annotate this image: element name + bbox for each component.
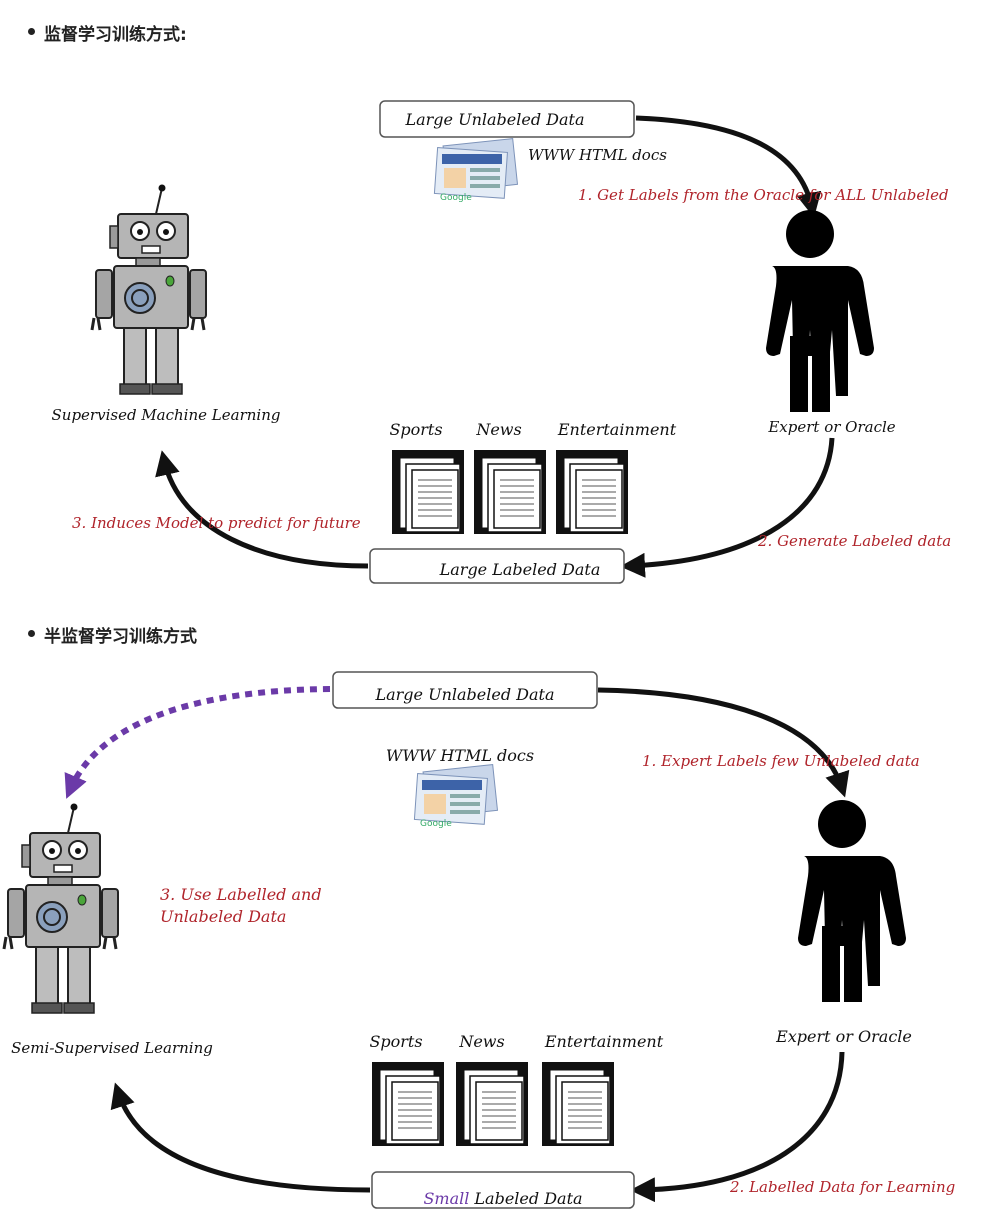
labeled-box-2: [371, 1171, 635, 1209]
robot-label-1: Supervised Machine Learning: [52, 406, 281, 424]
labeled-box-1: [369, 548, 625, 584]
category-entertainment-1: Entertainment: [557, 420, 677, 439]
step3-label-2-line2: Unlabeled Data: [160, 907, 286, 926]
labeled-box-2-highlight: Small: [423, 1189, 469, 1208]
arrow-step2-2: [630, 1051, 845, 1203]
category-news-2: News: [458, 1032, 504, 1051]
step3-label-2-line1: 3. Use Labelled and: [160, 885, 322, 904]
step1-label-1: 1. Get Labels from the Oracle for ALL Un…: [578, 186, 949, 204]
step2-label-1: 2. Generate Labeled data: [757, 532, 951, 550]
web-docs-icon-2: [413, 764, 498, 830]
arrow-step3-1: [155, 450, 369, 569]
oracle-person-icon-2: [798, 800, 906, 1002]
category-news-1: News: [475, 420, 521, 439]
step3-label-1: 3. Induces Model to predict for future: [72, 514, 361, 532]
robot-label-2: Semi-Supervised Learning: [11, 1039, 213, 1057]
labeled-box-1-label: Large Labeled Data: [439, 560, 601, 579]
doc-icon-news-1: [473, 449, 547, 535]
step1-label-2: 1. Expert Labels few Unlabeled data: [642, 752, 920, 770]
robot-icon-1: [90, 183, 208, 396]
labeled-box-2-rest: Labeled Data: [469, 1189, 582, 1208]
semi-supervised-diagram: Large Unlabeled Data WWW HTML docs 1. Ex…: [2, 671, 955, 1209]
arrow-step2-1: [620, 437, 835, 578]
category-entertainment-2: Entertainment: [544, 1032, 664, 1051]
category-sports-2: Sports: [369, 1032, 422, 1051]
unlabeled-box-1-label: Large Unlabeled Data: [404, 110, 584, 129]
oracle-person-icon-1: [766, 210, 874, 412]
bullet-supervised-text: 监督学习训练方式:: [44, 25, 187, 45]
docs-label-2: WWW HTML docs: [386, 746, 534, 765]
step2-label-2: 2. Labelled Data for Learning: [729, 1178, 955, 1196]
bullet-semi-supervised: 半监督学习训练方式: [28, 622, 197, 647]
supervised-diagram: Large Unlabeled Data WWW HTML docs 1. Ge…: [52, 100, 951, 584]
unlabeled-box-2-label: Large Unlabeled Data: [374, 685, 554, 704]
labeled-box-2-label: Small Labeled Data: [423, 1189, 582, 1208]
arrow-step3-2: [110, 1082, 371, 1193]
docs-label-1: WWW HTML docs: [528, 146, 667, 164]
category-sports-1: Sports: [389, 420, 442, 439]
unlabeled-box-2: [332, 671, 598, 709]
doc-icon-entertainment-1: [555, 449, 629, 535]
arrow-step1-2: [597, 687, 850, 798]
doc-icon-sports-2: [371, 1061, 445, 1147]
doc-icon-sports-1: [391, 449, 465, 535]
arrow-step1-1: [635, 115, 822, 218]
robot-icon-2: [2, 802, 120, 1015]
bullet-semi-text: 半监督学习训练方式: [44, 627, 197, 647]
doc-icon-news-2: [455, 1061, 529, 1147]
oracle-label-2: Expert or Oracle: [775, 1027, 912, 1046]
dashed-arrow-2: [64, 686, 331, 799]
web-docs-icon-1: [433, 138, 518, 204]
doc-icon-entertainment-2: [541, 1061, 615, 1147]
unlabeled-box-1: [379, 100, 635, 138]
oracle-label-1: Expert or Oracle: [767, 418, 895, 436]
bullet-supervised: 监督学习训练方式:: [28, 20, 187, 45]
